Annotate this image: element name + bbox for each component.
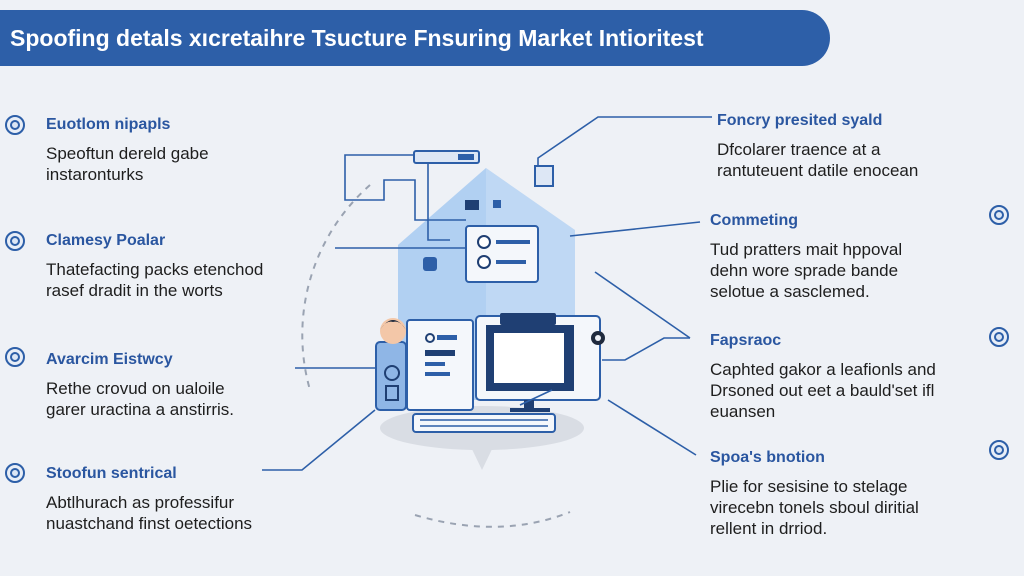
left-item-text: nuastchand finst oetections	[46, 514, 253, 533]
right-item-text: dehn wore sprade bande	[710, 261, 899, 280]
person-body-circle	[384, 365, 400, 381]
right-item-heading: Foncry presited syald	[717, 112, 883, 129]
left-item-text: instaronturks	[46, 165, 144, 184]
left-item-text: garer uractina a anstirris.	[46, 400, 235, 419]
roof-square	[465, 200, 479, 210]
tablet-line	[437, 335, 457, 340]
left-item-text: Rethe crovud on ualoile	[46, 379, 225, 398]
keyboard	[412, 413, 556, 433]
right-item-3: Fapsraoc Caphted gakor a leafionls and D…	[710, 332, 936, 422]
top-right-box	[534, 165, 554, 187]
profile-line	[496, 240, 530, 244]
connector-bottom	[519, 389, 553, 406]
left-item-3: Avarcim Eistwcy Rethe crovud on ualoile …	[46, 351, 234, 420]
right-item-text: rellent in drriod.	[710, 519, 828, 538]
right-item-text: Drsoned out eet a bauld'set ifl	[710, 381, 935, 400]
shield-badge-icon	[989, 205, 1009, 225]
dashed-arc-bottom	[414, 511, 571, 528]
shield-badge-icon	[989, 327, 1009, 347]
connector-lines	[262, 116, 712, 471]
connector-right-2	[569, 221, 701, 237]
connector-right-4	[607, 399, 697, 456]
left-item-heading: Clamesy Poalar	[46, 232, 166, 249]
monitor-topbar	[500, 313, 556, 325]
right-item-1: Foncry presited syald Dfcolarer traence …	[717, 112, 918, 181]
right-item-heading: Spoa's bnotion	[710, 449, 825, 466]
top-document-bar	[458, 154, 474, 160]
right-item-text: rantuteuent datile enocean	[717, 161, 919, 180]
right-item-text: euansen	[710, 402, 776, 421]
roof-square-small	[493, 200, 501, 208]
dashed-arc-left	[301, 184, 371, 391]
right-item-heading: Fapsraoc	[710, 332, 782, 349]
connector-top-right	[537, 116, 712, 166]
left-item-text: rasef dradit in the worts	[46, 281, 223, 300]
tablet-line	[425, 362, 445, 366]
right-item-text: selotue a sasclemed.	[710, 282, 870, 301]
profile-avatar-top	[477, 235, 491, 249]
left-item-4: Stoofun sentrical Abtlhurach as professi…	[46, 465, 252, 534]
platform-pointer	[470, 445, 494, 470]
connector-right-3a	[594, 271, 691, 339]
monitor-screen-panel	[494, 333, 564, 383]
right-item-text: virecebn tonels sboul diritial	[710, 498, 919, 517]
shield-badge-icon	[5, 115, 25, 135]
tablet-line	[425, 372, 450, 376]
left-item-2: Clamesy Poalar Thatefacting packs etench…	[46, 232, 263, 301]
connector-top-vert	[427, 163, 450, 241]
profile-avatar-bottom	[477, 255, 491, 269]
small-house-icon	[423, 257, 437, 271]
shield-badge-icon	[989, 440, 1009, 460]
left-item-text: Thatefacting packs etenchod	[46, 260, 264, 279]
shield-x-icon	[5, 463, 25, 483]
right-item-text: Plie for sesisine to stelage	[710, 477, 908, 496]
connector-top-left	[344, 154, 466, 221]
left-item-heading: Euotlom nipapls	[46, 116, 171, 133]
shield-badge-icon	[5, 231, 25, 251]
right-item-text: Dfcolarer traence at a	[717, 140, 881, 159]
left-item-heading: Stoofun sentrical	[46, 465, 177, 482]
left-item-text: Abtlhurach as professifur	[46, 493, 235, 512]
connector-left-4	[262, 409, 376, 471]
page-title: Spoofing detals xıcretaihre Tsucture Fns…	[10, 24, 704, 51]
monitor-stand	[524, 400, 534, 410]
profile-card	[465, 225, 539, 283]
right-item-text: Tud pratters mait hppoval	[710, 240, 903, 259]
right-item-2: Commeting Tud pratters mait hppoval dehn…	[710, 212, 902, 302]
right-item-text: Caphted gakor a leafionls and	[710, 360, 936, 379]
shield-badge-icon	[5, 347, 25, 367]
person-hair	[380, 320, 406, 330]
person-head	[380, 318, 406, 344]
left-item-1: Euotlom nipapls Speoftun dereld gabe ins…	[46, 116, 209, 185]
tablet-icon	[425, 333, 435, 343]
profile-line	[496, 260, 526, 264]
right-item-4: Spoa's bnotion Plie for sesisine to stel…	[710, 449, 919, 539]
title-banner: Spoofing detals xıcretaihre Tsucture Fns…	[0, 10, 830, 66]
tablet-line	[425, 350, 455, 356]
connector-right-3b	[602, 337, 690, 361]
monitor-foot	[510, 408, 550, 412]
right-item-heading: Commeting	[710, 212, 798, 229]
left-item-text: Speoftun dereld gabe	[46, 144, 209, 163]
person-body-line	[385, 385, 399, 401]
left-item-heading: Avarcim Eistwcy	[46, 351, 173, 368]
